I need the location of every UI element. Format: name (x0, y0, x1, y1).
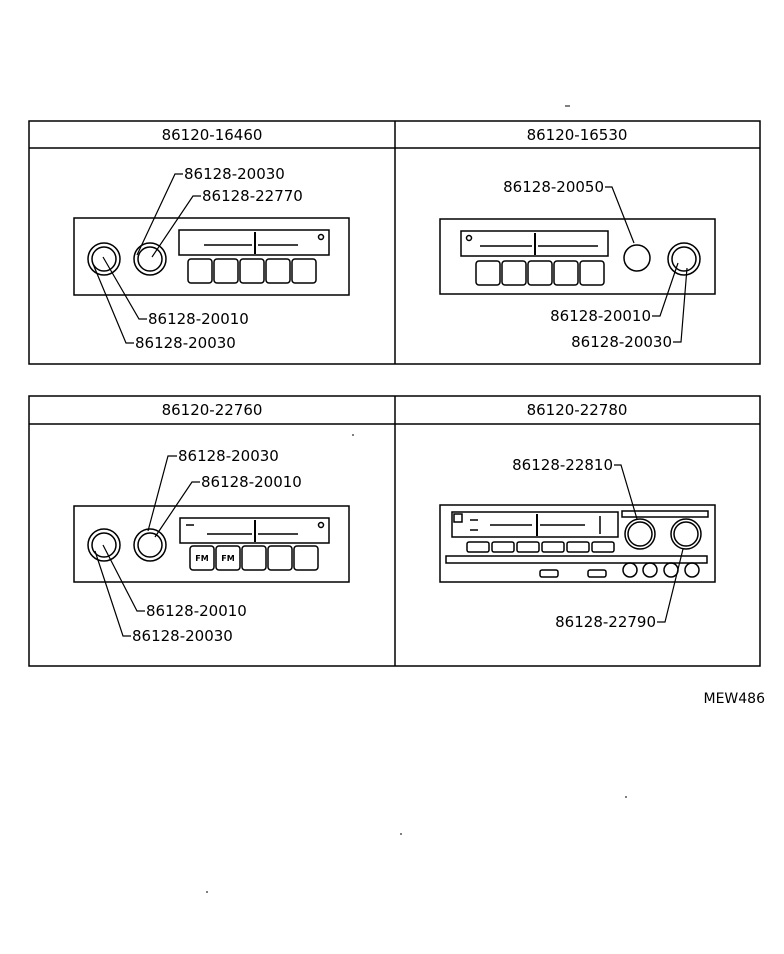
callout-86128-20050: 86128-20050 (503, 178, 604, 196)
top-table-frame (28, 120, 761, 365)
callout-86128-20010-c: 86128-20010 (201, 473, 302, 491)
callout-86128-22770: 86128-22770 (202, 187, 303, 205)
tuning-dial-window (460, 230, 609, 257)
panel-3-leader-lines (94, 455, 200, 637)
right-knob (133, 528, 167, 562)
callout-86128-20010-a: 86128-20010 (148, 310, 249, 328)
cassette-slot (621, 510, 709, 518)
callout-86128-20010-b: 86128-20010 (550, 307, 651, 325)
tuning-dial-window (179, 517, 330, 544)
callout-86128-20030-e: 86128-20030 (132, 627, 233, 645)
panel-4-radio-cassette-unit (439, 504, 716, 583)
preset-buttons (475, 260, 605, 286)
preset-buttons (189, 545, 319, 571)
callout-86128-22810: 86128-22810 (512, 456, 613, 474)
scan-specks (206, 105, 627, 893)
right-knob (667, 242, 701, 276)
bottom-table-frame (28, 395, 761, 667)
preset-buttons (187, 258, 317, 284)
panel-3-radio-unit (73, 505, 350, 583)
callout-86128-20030-d: 86128-20030 (178, 447, 279, 465)
panel-1-leader-lines (92, 173, 201, 344)
panel-4-leader-lines (614, 464, 684, 623)
callout-86128-22790: 86128-22790 (555, 613, 656, 631)
right-knob (670, 518, 702, 550)
panel-2-model-number: 86120-16530 (527, 126, 628, 144)
control-knobs-row (622, 562, 700, 578)
callout-86128-20030-a: 86128-20030 (184, 165, 285, 183)
panel-1-radio-unit (73, 217, 350, 296)
left-knob (87, 528, 121, 562)
eject-buttons (539, 569, 607, 578)
left-knob (87, 242, 121, 276)
fm-button-label-1: FM (195, 554, 208, 563)
panel-2-radio-unit (439, 218, 716, 295)
fm-button-label-2: FM (221, 554, 234, 563)
callout-86128-20010-d: 86128-20010 (146, 602, 247, 620)
panel-4-model-number: 86120-22780 (527, 401, 628, 419)
right-knob (133, 242, 167, 276)
preset-buttons (466, 541, 615, 553)
left-knob (624, 518, 656, 550)
panel-3-model-number: 86120-22760 (162, 401, 263, 419)
figure-reference: MEW486 (704, 691, 766, 707)
callout-86128-20030-c: 86128-20030 (571, 333, 672, 351)
callout-86128-20030-b: 86128-20030 (135, 334, 236, 352)
tuning-dial-window (451, 511, 619, 538)
small-knob (623, 244, 651, 272)
panel-1-model-number: 86120-16460 (162, 126, 263, 144)
panel-2-leader-lines (605, 186, 688, 343)
cassette-door (445, 555, 708, 564)
tuning-dial-window (178, 229, 330, 256)
